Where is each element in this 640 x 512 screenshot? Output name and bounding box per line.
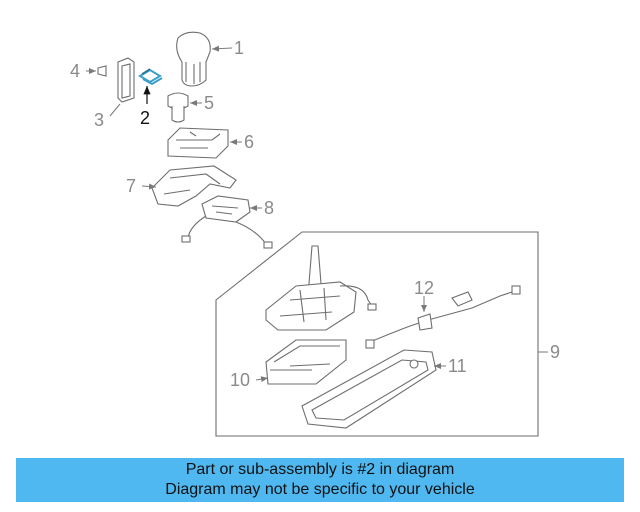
part-10-tray: 10 — [230, 339, 347, 390]
banner-line-2: Diagram may not be specific to your vehi… — [165, 481, 475, 498]
callout-2: 2 — [140, 108, 150, 128]
info-banner: Part or sub-assembly is #2 in diagram Di… — [16, 458, 624, 502]
part-6-indicator-panel: 6 — [167, 127, 254, 159]
part-3-trim-strip: 3 — [94, 57, 135, 130]
part-9-assembly-frame: 9 — [215, 231, 560, 437]
banner-line-1: Part or sub-assembly is #2 in diagram — [185, 461, 455, 478]
part-1-shift-knob: 1 — [176, 31, 244, 87]
callout-8: 8 — [264, 198, 274, 218]
callout-1: 1 — [234, 38, 244, 58]
callout-6: 6 — [244, 132, 254, 152]
callout-5: 5 — [204, 93, 214, 113]
part-2-clip: 2 — [138, 68, 163, 128]
part-4-bulb: 4 — [70, 61, 107, 81]
callout-7: 7 — [126, 176, 136, 196]
part-12-shift-cable: 12 — [365, 278, 521, 349]
part-11-base-plate: 11 — [301, 349, 467, 429]
callout-4: 4 — [70, 61, 80, 81]
callout-12: 12 — [414, 278, 434, 298]
callout-3: 3 — [94, 110, 104, 130]
callout-10: 10 — [230, 370, 250, 390]
part-8-switch-harness: 8 — [181, 195, 274, 249]
callout-9: 9 — [550, 342, 560, 362]
part-7-bezel: 7 — [126, 165, 237, 207]
shifter-assembly — [265, 245, 377, 331]
part-5-button: 5 — [167, 92, 214, 123]
callout-11: 11 — [448, 356, 467, 376]
